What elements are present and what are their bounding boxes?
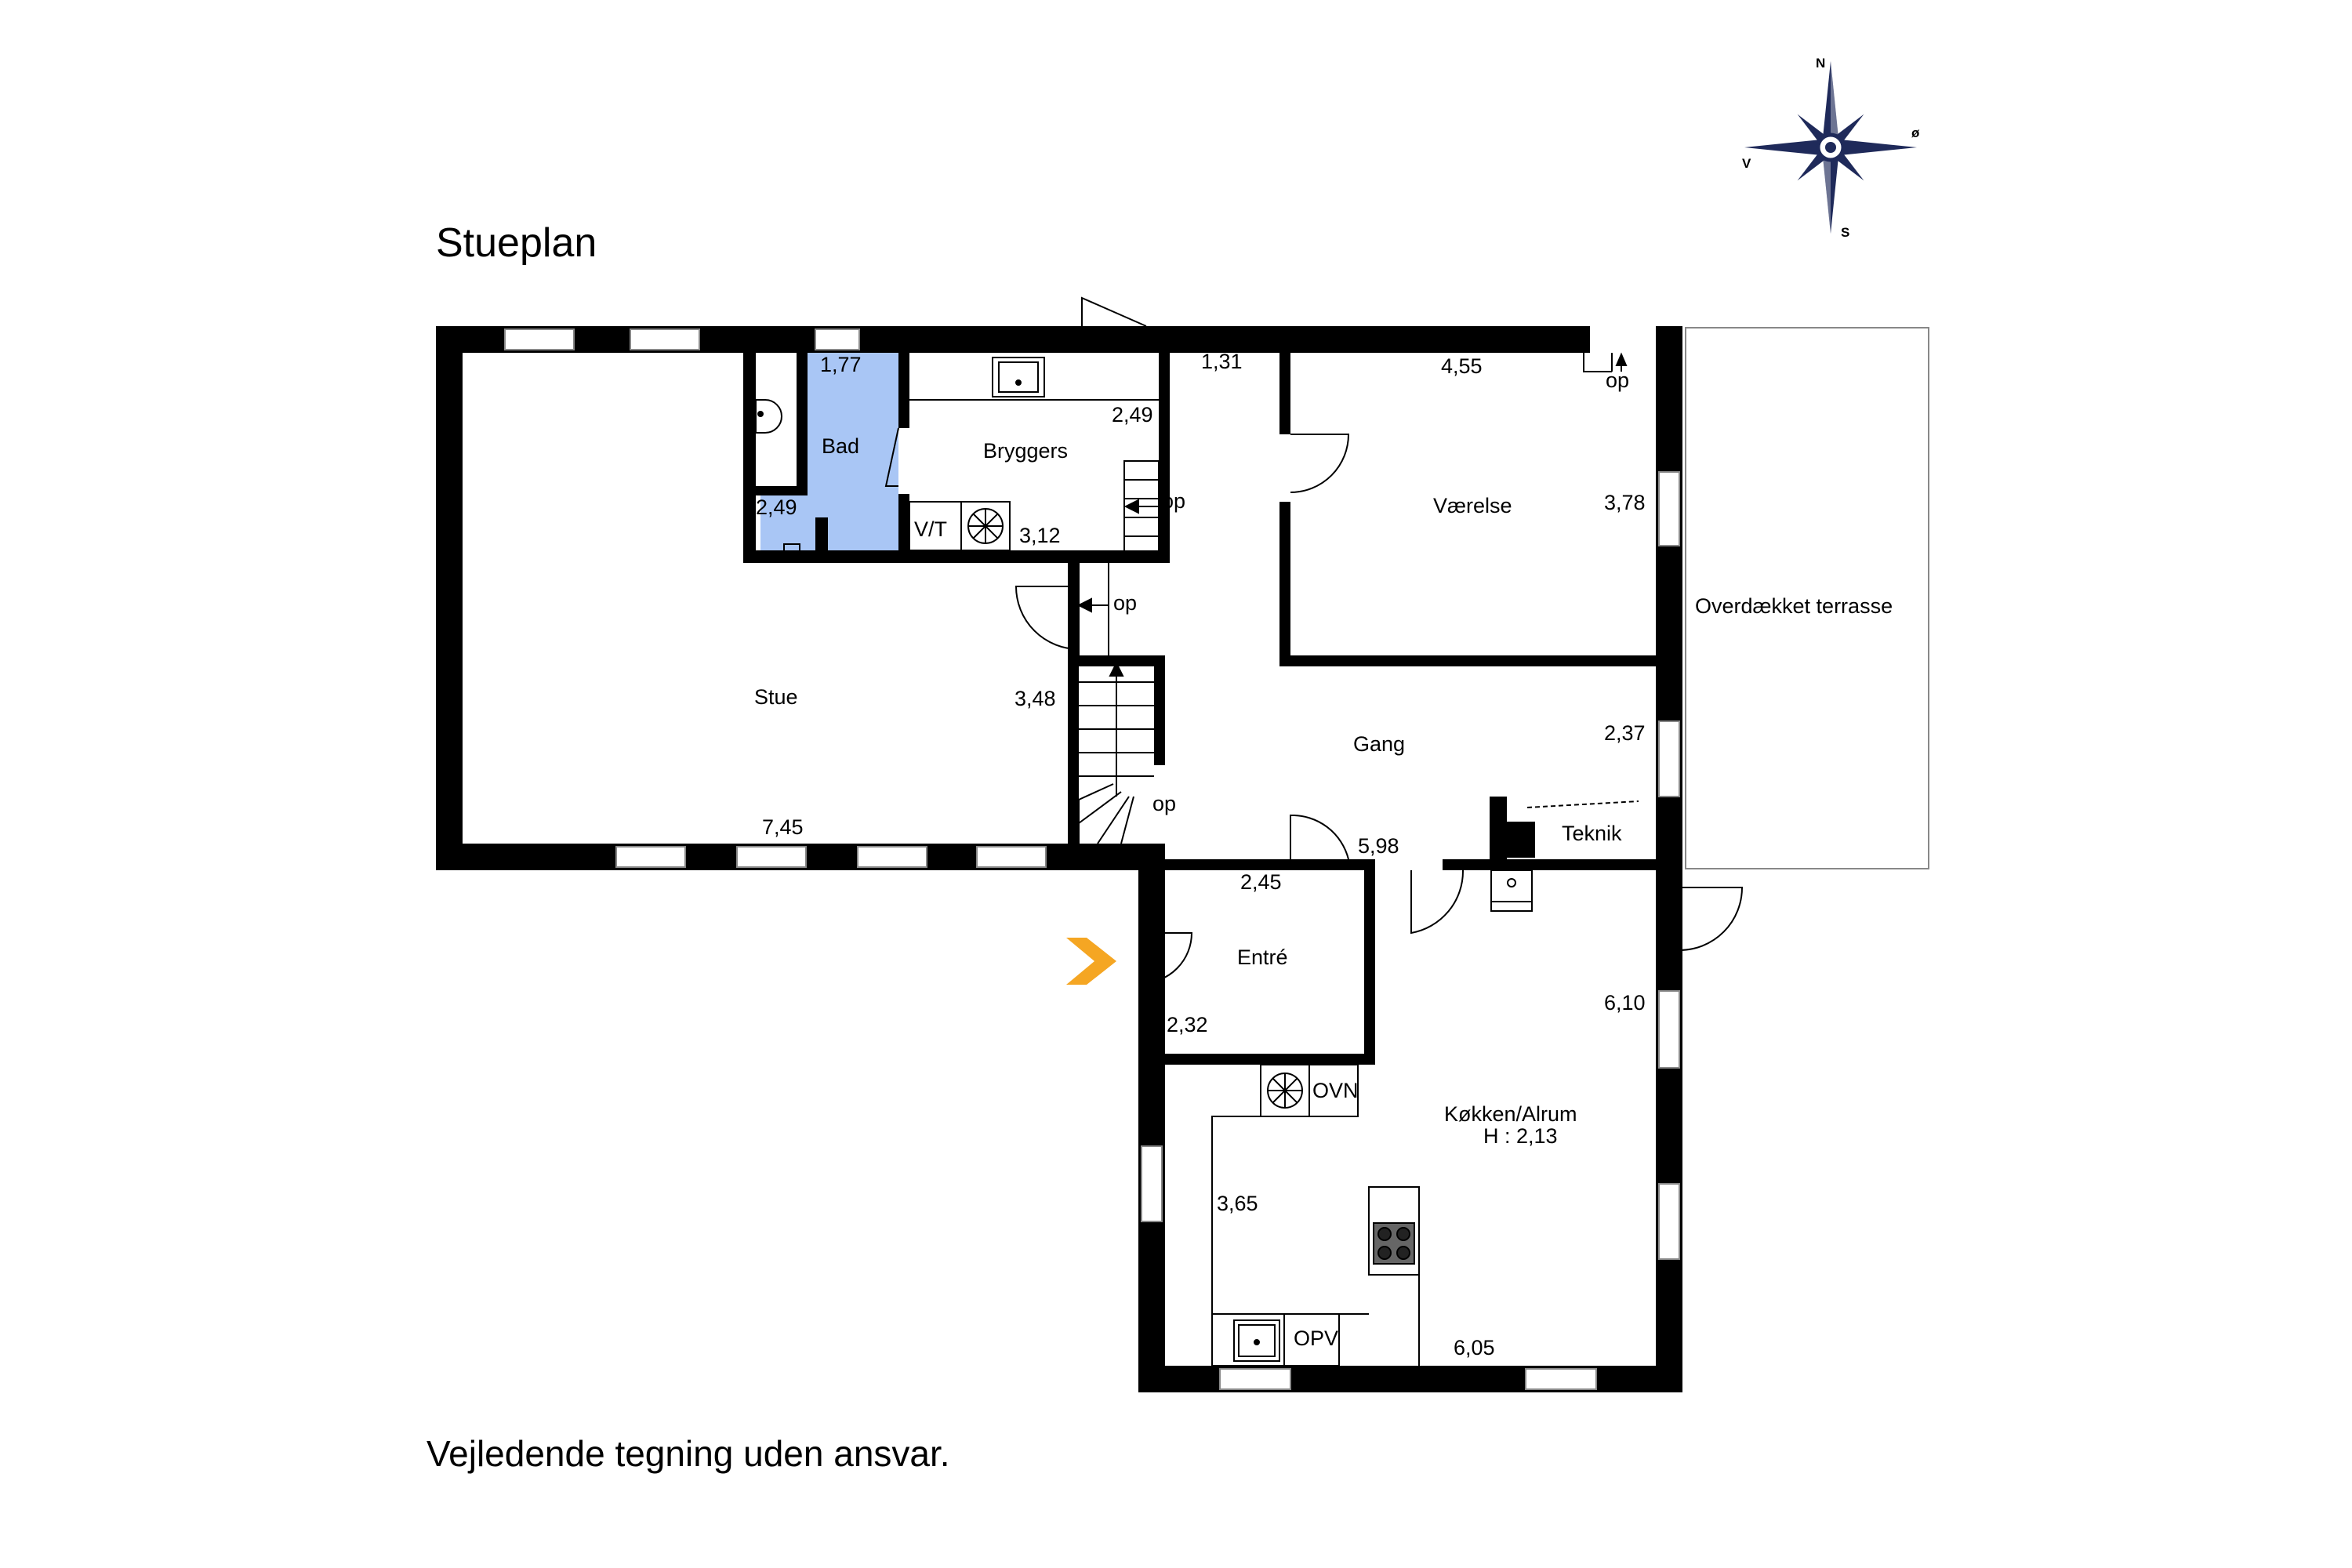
dim-koekken-w: 6,05	[1454, 1336, 1495, 1359]
dim-bryggers-w: 3,12	[1019, 524, 1061, 547]
room-koekken-height: H : 2,13	[1483, 1124, 1558, 1148]
dim-gang-top: 1,31	[1201, 350, 1243, 373]
staircase	[1076, 352, 1628, 844]
room-terrasse: Overdækket terrasse	[1695, 594, 1893, 618]
dim-koekken-d: 3,65	[1217, 1192, 1258, 1215]
terrace-outline	[1685, 327, 1929, 869]
label-vt: V/T	[914, 517, 947, 541]
dim-bad-w: 1,77	[820, 353, 862, 376]
label-op-vaerelse: op	[1606, 368, 1629, 392]
doors	[884, 296, 1744, 984]
room-gang: Gang	[1353, 732, 1405, 756]
dim-bad-h: 2,49	[756, 495, 797, 519]
label-ovn: OVN	[1312, 1079, 1359, 1102]
room-teknik: Teknik	[1562, 822, 1622, 845]
dim-bryggers-h: 2,49	[1112, 403, 1153, 426]
compass-icon: N S ø V	[1742, 56, 1920, 240]
dim-stue-h: 3,48	[1014, 687, 1056, 710]
plan-title: Stueplan	[436, 220, 597, 266]
room-vaerelse: Værelse	[1433, 494, 1512, 517]
fixtures	[755, 357, 1639, 1367]
compass-e: ø	[1911, 125, 1920, 140]
room-bryggers: Bryggers	[983, 439, 1068, 463]
dim-stue-w: 7,45	[762, 815, 804, 839]
dim-entre-h: 2,32	[1167, 1013, 1208, 1036]
windows	[504, 328, 1680, 1390]
label-opv: OPV	[1294, 1327, 1338, 1350]
compass-n: N	[1816, 56, 1825, 71]
dim-koekken-h: 6,10	[1604, 991, 1646, 1014]
dim-gang-w: 5,98	[1358, 834, 1399, 858]
disclaimer: Vejledende tegning uden ansvar.	[426, 1433, 950, 1474]
compass-s: S	[1841, 225, 1849, 240]
label-op-gang: op	[1113, 591, 1137, 615]
dim-vaerelse-h: 3,78	[1604, 491, 1646, 514]
room-koekken: Køkken/Alrum	[1444, 1102, 1577, 1126]
dim-entre-w: 2,45	[1240, 870, 1282, 894]
bathroom-floor	[797, 353, 898, 555]
label-op-bryggers: op	[1162, 489, 1185, 513]
room-entre: Entré	[1237, 946, 1288, 969]
room-stue: Stue	[754, 685, 798, 709]
dim-vaerelse-w: 4,55	[1441, 354, 1483, 378]
room-bad: Bad	[822, 434, 859, 458]
compass-w: V	[1742, 156, 1751, 171]
label-op-stairs: op	[1152, 792, 1176, 815]
dim-gang-h: 2,37	[1604, 721, 1646, 745]
